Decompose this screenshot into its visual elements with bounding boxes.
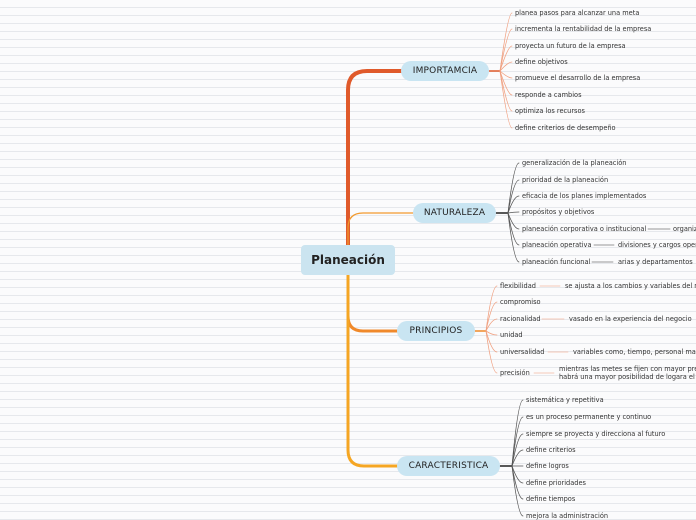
branch-naturaleza[interactable]: NATURALEZA xyxy=(413,203,496,223)
connector-importancia-0 xyxy=(499,12,513,72)
connector-caracteristica-3 xyxy=(511,449,524,467)
connector-caracteristica-7 xyxy=(511,465,524,517)
connector-caracteristica-1 xyxy=(511,416,524,467)
connector-naturaleza-4 xyxy=(507,212,520,230)
connector-importancia-3 xyxy=(499,61,513,72)
connector-naturaleza-6 xyxy=(507,212,520,263)
connector-principios-4 xyxy=(485,330,498,353)
principios-item[interactable]: universalidad xyxy=(500,348,545,356)
connector-importancia-2 xyxy=(499,45,513,72)
principios-detail[interactable]: vasado en la experiencia del negocio xyxy=(569,315,692,323)
naturaleza-item[interactable]: eficacia de los planes implementados xyxy=(522,192,647,200)
caracteristica-item[interactable]: define tiempos xyxy=(526,495,576,503)
naturaleza-detail[interactable]: divisiones y cargos oper xyxy=(618,241,696,249)
importancia-item[interactable]: proyecta un futuro de la empresa xyxy=(515,42,626,50)
principios-detail[interactable]: variables como, tiempo, personal mat xyxy=(573,348,696,356)
root-topic-planeacion[interactable]: Planeación xyxy=(301,245,395,275)
caracteristica-item[interactable]: es un proceso permanente y continuo xyxy=(526,413,652,421)
importancia-item[interactable]: define criterios de desempeño xyxy=(515,124,616,132)
connector-naturaleza-0 xyxy=(507,162,520,214)
naturaleza-item[interactable]: propósitos y objetivos xyxy=(522,208,595,216)
trunk-principios xyxy=(346,270,399,333)
importancia-item[interactable]: responde a cambios xyxy=(515,91,582,99)
principios-item[interactable]: unidad xyxy=(500,331,523,339)
trunk-caracteristica xyxy=(346,270,399,468)
connector-caracteristica-5 xyxy=(511,465,524,484)
connector-importancia-5 xyxy=(499,70,513,96)
caracteristica-item[interactable]: define logros xyxy=(526,462,569,470)
naturaleza-item[interactable]: planeación operativa xyxy=(522,241,592,249)
caracteristica-item[interactable]: sistemática y repetitiva xyxy=(526,396,604,404)
caracteristica-item[interactable]: mejora la administración xyxy=(526,512,609,520)
principios-item[interactable]: racionalidad xyxy=(500,315,541,323)
principios-detail[interactable]: se ajusta a los cambios y variables del … xyxy=(565,282,696,290)
caracteristica-item[interactable]: define criterios xyxy=(526,446,576,454)
connector-importancia-4 xyxy=(499,70,513,79)
connector-naturaleza-1 xyxy=(507,179,520,214)
principios-detail[interactable]: mientras las metes se fijen con mayor pr… xyxy=(559,365,696,381)
trunk-naturaleza xyxy=(347,212,414,251)
connector-principios-2 xyxy=(485,318,498,332)
naturaleza-item[interactable]: planeación corporativa o institucional xyxy=(522,225,647,233)
connector-naturaleza-2 xyxy=(507,195,520,214)
principios-item[interactable]: precisión xyxy=(500,369,530,377)
connector-caracteristica-2 xyxy=(511,433,524,467)
caracteristica-item[interactable]: siempre se proyecta y direcciona al futu… xyxy=(526,430,666,438)
naturaleza-item[interactable]: generalización de la planeación xyxy=(522,159,627,167)
connector-principios-3 xyxy=(485,330,498,336)
naturaleza-item[interactable]: prioridad de la planeación xyxy=(522,176,609,184)
importancia-item[interactable]: define objetivos xyxy=(515,58,568,66)
principios-item[interactable]: compromiso xyxy=(500,298,541,306)
connector-principios-1 xyxy=(485,301,498,332)
caracteristica-item[interactable]: define prioridades xyxy=(526,479,586,487)
branch-principios[interactable]: PRINCIPIOS xyxy=(397,321,475,341)
principios-item[interactable]: flexibilidad xyxy=(500,282,536,290)
connector-principios-0 xyxy=(485,285,498,332)
connector-naturaleza-3 xyxy=(507,211,520,214)
branch-importancia[interactable]: IMPORTAMCIA xyxy=(401,61,489,81)
branch-caracteristica[interactable]: CARACTERISTICA xyxy=(397,456,500,476)
trunk-importancia xyxy=(346,69,403,252)
importancia-item[interactable]: incrementa la rentabilidad de la empresa xyxy=(515,25,652,33)
naturaleza-detail[interactable]: organiz xyxy=(673,225,696,233)
naturaleza-detail[interactable]: arias y departamentos xyxy=(618,258,693,266)
importancia-item[interactable]: promueve el desarrollo de la empresa xyxy=(515,74,641,82)
connector-principios-5 xyxy=(485,330,498,374)
connector-importancia-1 xyxy=(499,28,513,72)
connector-importancia-7 xyxy=(499,70,513,129)
naturaleza-item[interactable]: planeación funcional xyxy=(522,258,591,266)
importancia-item[interactable]: planea pasos para alcanzar una meta xyxy=(515,9,640,17)
importancia-item[interactable]: optimiza los recursos xyxy=(515,107,585,115)
